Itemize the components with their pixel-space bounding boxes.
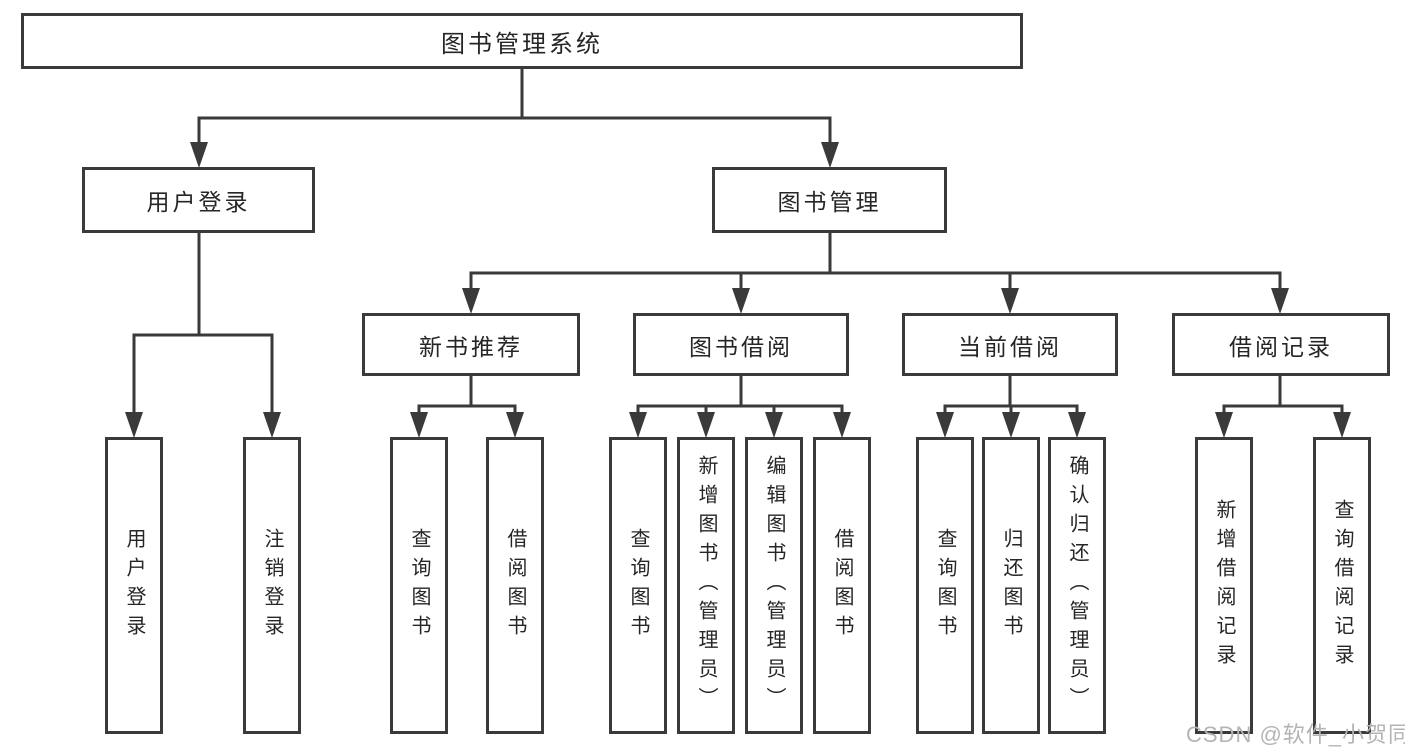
leaf-add-borrow-record-label: 新增借阅记录 (1213, 498, 1235, 673)
leaf-borrow-books-recommend: 借阅图书 (486, 437, 544, 734)
leaf-confirm-return-admin: 确认归还（管理员） (1048, 437, 1106, 734)
leaf-logout-login-label: 注销登录 (261, 527, 283, 644)
node-book-borrowing-label: 图书借阅 (689, 333, 793, 360)
leaf-user-login-label: 用户登录 (123, 527, 145, 644)
node-book-borrowing: 图书借阅 (633, 313, 849, 376)
arrowheads (125, 142, 1351, 438)
leaf-user-login: 用户登录 (105, 437, 163, 734)
leaf-add-book-admin: 新增图书（管理员） (677, 437, 735, 734)
leaf-add-borrow-record: 新增借阅记录 (1195, 437, 1253, 734)
node-user-login: 用户登录 (82, 167, 315, 233)
node-root-label: 图书管理系统 (441, 30, 603, 58)
node-new-book-recommend-label: 新书推荐 (419, 333, 523, 360)
leaf-query-books-borrow-label: 查询图书 (627, 527, 649, 644)
leaf-query-books-recommend: 查询图书 (390, 437, 448, 734)
node-current-borrowing: 当前借阅 (902, 313, 1118, 376)
node-book-management-label: 图书管理 (777, 189, 882, 215)
leaf-borrow-books-label: 借阅图书 (831, 527, 853, 644)
leaf-query-books-current: 查询图书 (916, 437, 974, 734)
leaf-return-books-label: 归还图书 (1000, 527, 1022, 644)
leaf-query-books-current-label: 查询图书 (934, 527, 956, 644)
leaf-borrow-books-recommend-label: 借阅图书 (504, 527, 526, 644)
leaf-query-borrow-record: 查询借阅记录 (1313, 437, 1371, 734)
leaf-query-borrow-record-label: 查询借阅记录 (1331, 498, 1353, 673)
leaf-confirm-return-admin-label: 确认归还（管理员） (1066, 455, 1088, 716)
leaf-query-books-borrow: 查询图书 (609, 437, 667, 734)
leaf-return-books: 归还图书 (982, 437, 1040, 734)
leaf-query-books-recommend-label: 查询图书 (408, 527, 430, 644)
leaf-add-book-admin-label: 新增图书（管理员） (695, 455, 717, 716)
node-book-management: 图书管理 (712, 167, 947, 233)
node-borrowing-records-label: 借阅记录 (1229, 333, 1333, 360)
node-user-login-label: 用户登录 (146, 189, 251, 215)
node-new-book-recommend: 新书推荐 (362, 313, 580, 376)
leaf-logout-login: 注销登录 (243, 437, 301, 734)
node-borrowing-records: 借阅记录 (1172, 313, 1390, 376)
node-root-system: 图书管理系统 (21, 13, 1023, 69)
leaf-edit-book-admin-label: 编辑图书（管理员） (763, 455, 785, 716)
leaf-borrow-books: 借阅图书 (813, 437, 871, 734)
node-current-borrowing-label: 当前借阅 (958, 333, 1062, 360)
csdn-watermark: CSDN @软件_小贺同学 (1186, 722, 1405, 747)
leaf-edit-book-admin: 编辑图书（管理员） (745, 437, 803, 734)
